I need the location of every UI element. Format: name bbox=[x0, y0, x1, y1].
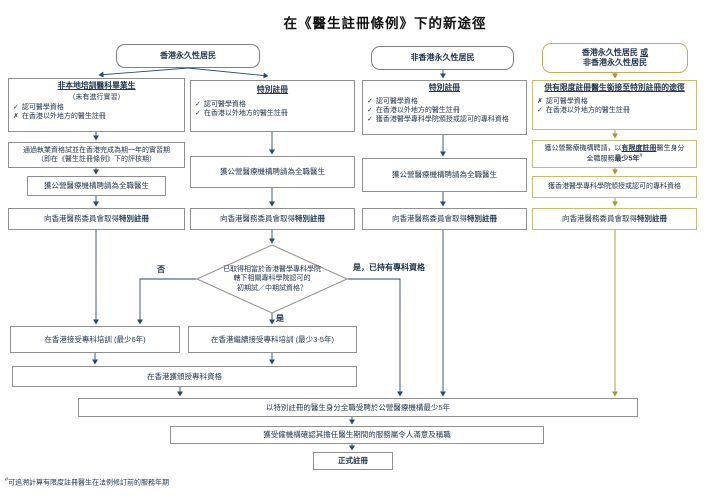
cross-mark: ✗ bbox=[13, 113, 19, 121]
step-special-registration-col3: 向香港醫務委員會取得特別註冊 bbox=[362, 208, 527, 230]
step-exam-internship: 通過執業資格試並在香港完成為期一年的實習期 （即在《醫生註冊條例》下的評核期） bbox=[8, 142, 185, 168]
step-limited-registration-service: 獲公營醫療機構聘請，以有限度註冊醫生身分 全職服務最少5年# bbox=[532, 140, 697, 168]
criteria-item: ✓ 認可醫學資格 bbox=[13, 103, 64, 111]
entry-node-non-hk-resident-label: 非香港永久性居民 bbox=[410, 53, 475, 62]
step-employed-col2: 獲公營醫療機構聘請為全職醫生 bbox=[190, 156, 355, 188]
step-special-registration-col4: 向香港醫務委員會取得特別註冊 bbox=[532, 208, 697, 230]
entry-node-either-resident-label: 香港永久性居民 或 非香港永久性居民 bbox=[581, 48, 649, 67]
criteria-item: ✓ 獲香港醫學專科學院頒授或認可的專科資格 bbox=[367, 116, 509, 124]
step-full-registration: 正式註冊 bbox=[313, 452, 393, 470]
cross-mark: ✗ bbox=[537, 97, 543, 105]
step-academy-qualification-col4: 獲香港醫學專科學院頒授或認可的專科資格 bbox=[532, 176, 697, 198]
criteria-subheader: （未有進行實習） bbox=[68, 93, 125, 101]
entry-node-either-resident: 香港永久性居民 或 非香港永久性居民 bbox=[542, 43, 688, 73]
criteria-box-limited-registration-bridge: 供有限度註冊醫生銜接至特別註冊的途徑 ✗ 認可醫學資格 ✓ 在香港以外地方的醫生… bbox=[532, 80, 697, 130]
step-special-registration-col1: 向香港醫務委員會取得特別註冊 bbox=[8, 208, 185, 230]
footnote-marker: # bbox=[639, 153, 643, 160]
criteria-box-special-registration-nonhk: 特別註冊 ✓ 認可醫學資格 ✓ 在香港以外地方的醫生註冊 ✓ 獲香港醫學專科學院… bbox=[362, 80, 527, 135]
check-mark: ✓ bbox=[367, 106, 373, 114]
branch-label-yes-specialist: 是，已持有專科資格 bbox=[353, 263, 425, 272]
criteria-item: ✓ 認可醫學資格 bbox=[367, 97, 418, 105]
step-employed-col3: 獲公營醫療機構聘請為全職醫生 bbox=[362, 158, 527, 192]
step-specialist-qualification-awarded: 在香港獲頒授專科資格 bbox=[12, 366, 357, 387]
branch-label-no: 否 bbox=[157, 265, 165, 274]
step-training-6-years: 在香港接受專科培訓 (最少6年) bbox=[10, 326, 180, 353]
step-employed-col1: 獲公營醫療機構聘請為全職醫生 bbox=[27, 176, 166, 196]
criteria-box-non-local-graduates: 非本地培訓醫科畢業生 （未有進行實習） ✓ 認可醫學資格 ✗ 在香港以外地方的醫… bbox=[8, 78, 185, 132]
check-mark: ✓ bbox=[13, 103, 19, 111]
criteria-header: 特別註冊 bbox=[428, 83, 461, 92]
branch-label-yes: 是 bbox=[276, 314, 284, 323]
step-special-registration-col2: 向香港醫務委員會取得特別註冊 bbox=[190, 208, 355, 230]
page-title: 在《醫生註冊條例》下的新途徑 bbox=[283, 16, 487, 31]
decision-diamond bbox=[195, 244, 349, 314]
criteria-header: 供有限度註冊醫生銜接至特別註冊的途徑 bbox=[544, 83, 685, 92]
criteria-item: ✓ 認可醫學資格 bbox=[195, 100, 246, 108]
criteria-item: ✓ 在香港以外地方的醫生註冊 bbox=[367, 106, 460, 114]
criteria-header: 特別註冊 bbox=[256, 85, 289, 94]
entry-node-non-hk-resident: 非香港永久性居民 bbox=[371, 46, 514, 70]
criteria-item: ✗ 在香港以外地方的醫生註冊 bbox=[13, 113, 106, 121]
step-service-5-years: 以特別註冊的醫生身分全職受聘於公營醫療機構最少5年 bbox=[78, 398, 638, 417]
entry-node-hk-resident: 香港永久性居民 bbox=[116, 44, 260, 68]
footnote-marker: # bbox=[5, 477, 9, 483]
step-employer-confirmation: 獲受僱機構確認其擔任醫生期間的服務屬令人滿意及稱職 bbox=[170, 426, 544, 444]
check-mark: ✓ bbox=[195, 109, 201, 117]
entry-node-hk-resident-label: 香港永久性居民 bbox=[160, 51, 216, 60]
check-mark: ✓ bbox=[367, 116, 373, 124]
criteria-item: ✓ 在香港以外地方的醫生註冊 bbox=[537, 106, 630, 114]
footnote: #可追溯計算有限度註冊醫生在法例修訂前的服務年期 bbox=[5, 477, 170, 487]
step-training-3-5-years: 在香港繼續接受專科培訓 (最少3-5年) bbox=[188, 326, 357, 353]
check-mark: ✓ bbox=[537, 106, 543, 114]
decision-question: 已取得相當於香港醫學專科學院 轄下相關專科學院認可的 初期試／中期試資格？ bbox=[223, 266, 321, 292]
check-mark: ✓ bbox=[195, 100, 201, 108]
check-mark: ✓ bbox=[367, 97, 373, 105]
criteria-box-special-registration-hk: 特別註冊 ✓ 認可醫學資格 ✓ 在香港以外地方的醫生註冊 bbox=[190, 80, 355, 132]
criteria-item: ✓ 在香港以外地方的醫生註冊 bbox=[195, 109, 288, 117]
criteria-item: ✗ 認可醫學資格 bbox=[537, 97, 588, 105]
criteria-header: 非本地培訓醫科畢業生 bbox=[57, 81, 136, 90]
